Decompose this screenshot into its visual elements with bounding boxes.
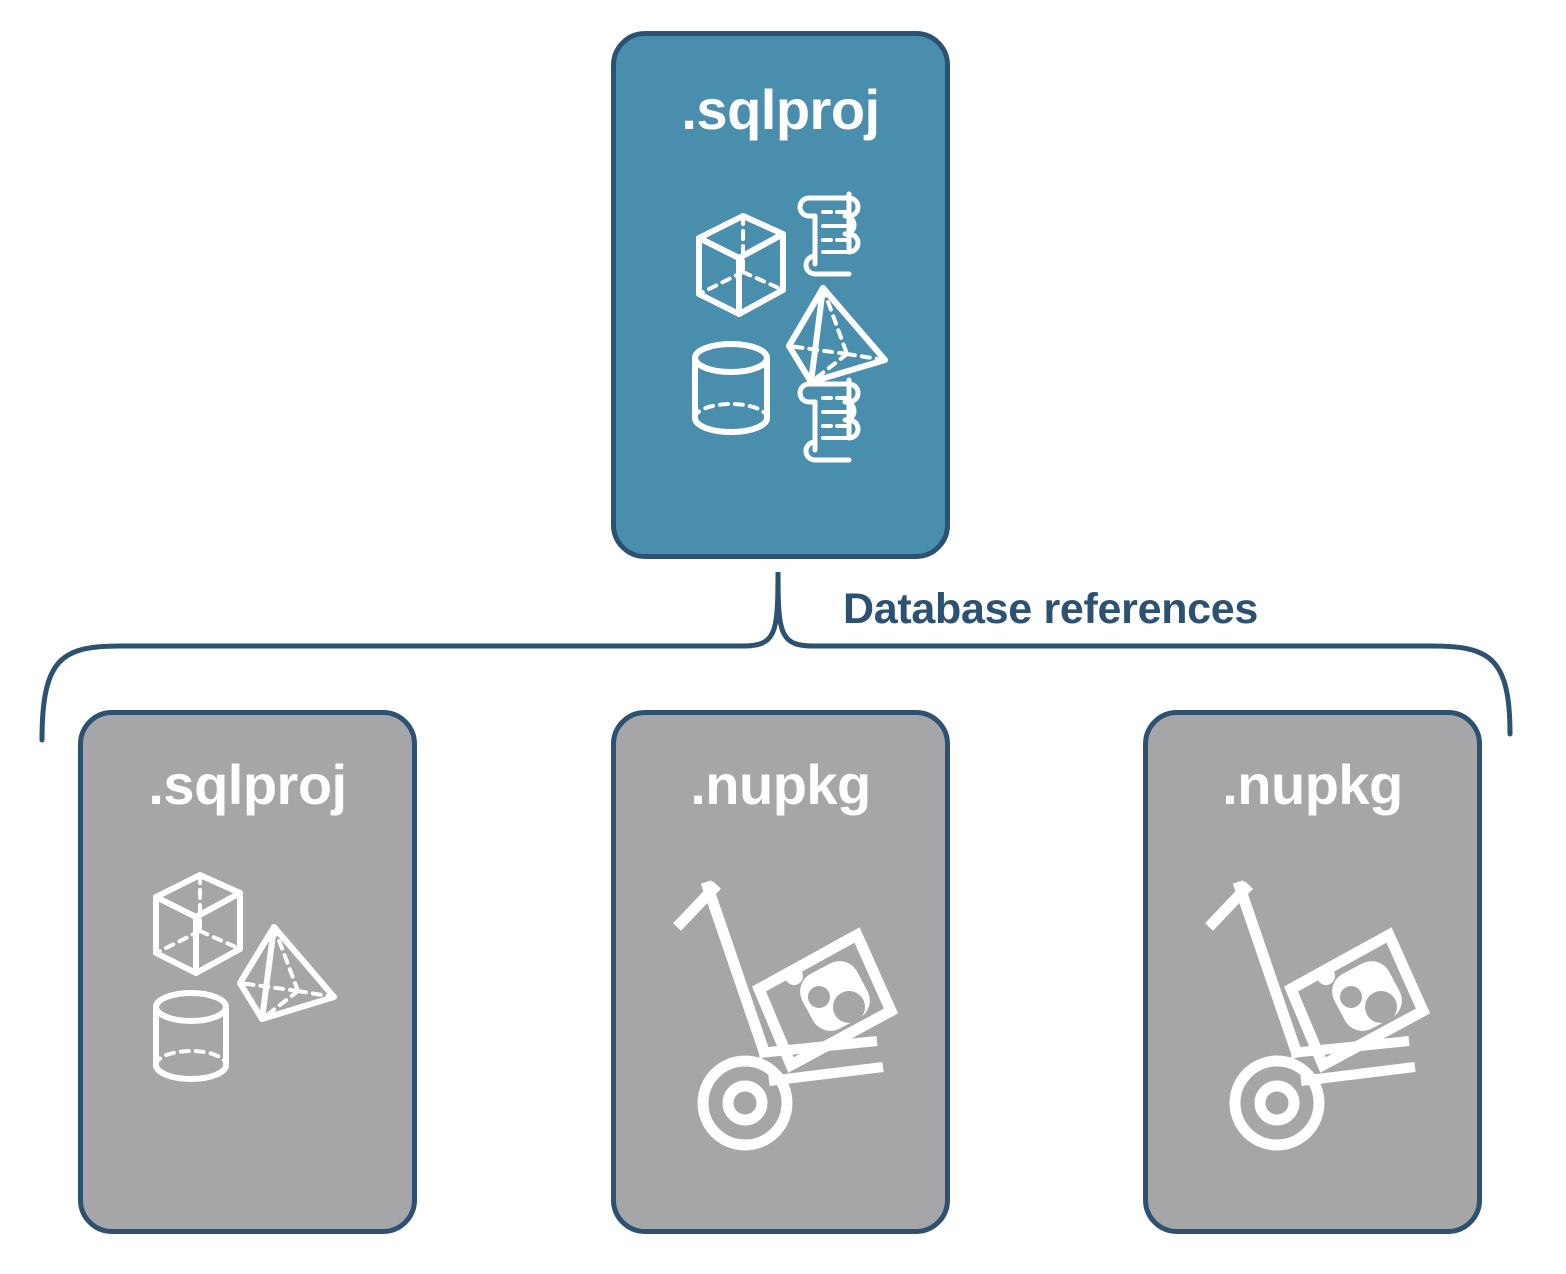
pyramid-wireframe-icon [785,285,888,385]
card-child-0-label: .sqlproj [148,753,347,816]
card-child-1-label: .nupkg [690,753,871,816]
card-child-2-label: .nupkg [1222,753,1403,816]
cylinder-wireframe-icon [691,341,770,435]
connector-label: Database references [843,585,1258,633]
card-child-0-artwork [83,865,412,1095]
card-child-2-artwork [1148,865,1477,1155]
cube-wireframe-icon [695,213,786,317]
card-root-label: .sqlproj [681,78,880,141]
card-root-artwork [616,186,945,466]
card-child-nupkg-1[interactable]: .nupkg [611,710,950,1234]
card-child-nupkg-2[interactable]: .nupkg [1143,710,1482,1234]
card-child-sqlproj[interactable]: .sqlproj [78,710,417,1234]
script-scroll-icon-top [797,191,860,277]
nuget-package-handtruck-icon [1204,880,1430,1151]
card-root-sqlproj[interactable]: .sqlproj [611,31,950,559]
script-scroll-icon-bottom [797,377,860,463]
cylinder-wireframe-icon [152,990,229,1082]
nuget-package-handtruck-icon [672,880,898,1151]
pyramid-wireframe-icon [236,924,337,1022]
card-child-1-artwork [616,865,945,1155]
cube-wireframe-icon [152,872,243,976]
